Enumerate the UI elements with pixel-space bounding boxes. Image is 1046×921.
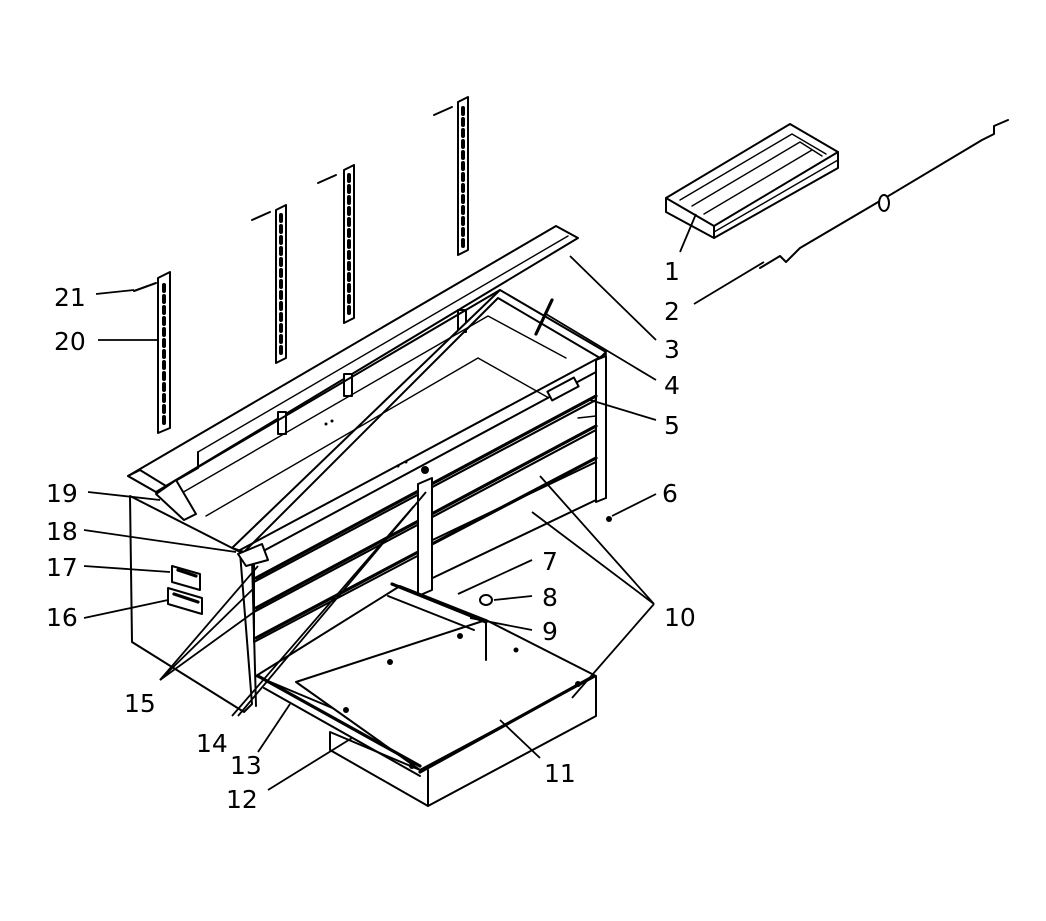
callout-16: 16 xyxy=(46,603,78,632)
callout-13: 13 xyxy=(230,751,262,780)
slide-strip-3 xyxy=(343,164,355,324)
chest-body xyxy=(127,225,607,713)
lid-support-rod xyxy=(759,119,1009,269)
callout-2: 2 xyxy=(664,297,680,326)
callouts: 1 2 3 4 5 6 7 8 9 10 11 12 13 14 15 16 1… xyxy=(46,257,696,814)
callout-3: 3 xyxy=(664,335,680,364)
leader-lines xyxy=(83,213,765,791)
slide-strip-1 xyxy=(157,271,171,434)
side-handle xyxy=(167,565,203,615)
callout-14: 14 xyxy=(196,729,228,758)
callout-18: 18 xyxy=(46,517,78,546)
callout-10: 10 xyxy=(664,603,696,632)
callout-11: 11 xyxy=(544,759,576,788)
callout-4: 4 xyxy=(664,371,680,400)
callout-20: 20 xyxy=(54,327,86,356)
callout-6: 6 xyxy=(662,479,678,508)
callout-1: 1 xyxy=(664,257,680,286)
callout-7: 7 xyxy=(542,547,558,576)
callout-21: 21 xyxy=(54,283,86,312)
callout-15: 15 xyxy=(124,689,156,718)
callout-12: 12 xyxy=(226,785,258,814)
callout-19: 19 xyxy=(46,479,78,508)
callout-17: 17 xyxy=(46,553,78,582)
callout-8: 8 xyxy=(542,583,558,612)
strip-screws xyxy=(133,106,453,292)
open-drawer xyxy=(255,415,612,807)
slide-strip-2 xyxy=(275,204,287,364)
callout-5: 5 xyxy=(664,411,680,440)
slide-strip-4 xyxy=(457,96,469,256)
callout-9: 9 xyxy=(542,617,558,646)
lift-out-tray xyxy=(665,123,839,239)
slide-strips xyxy=(133,96,469,434)
